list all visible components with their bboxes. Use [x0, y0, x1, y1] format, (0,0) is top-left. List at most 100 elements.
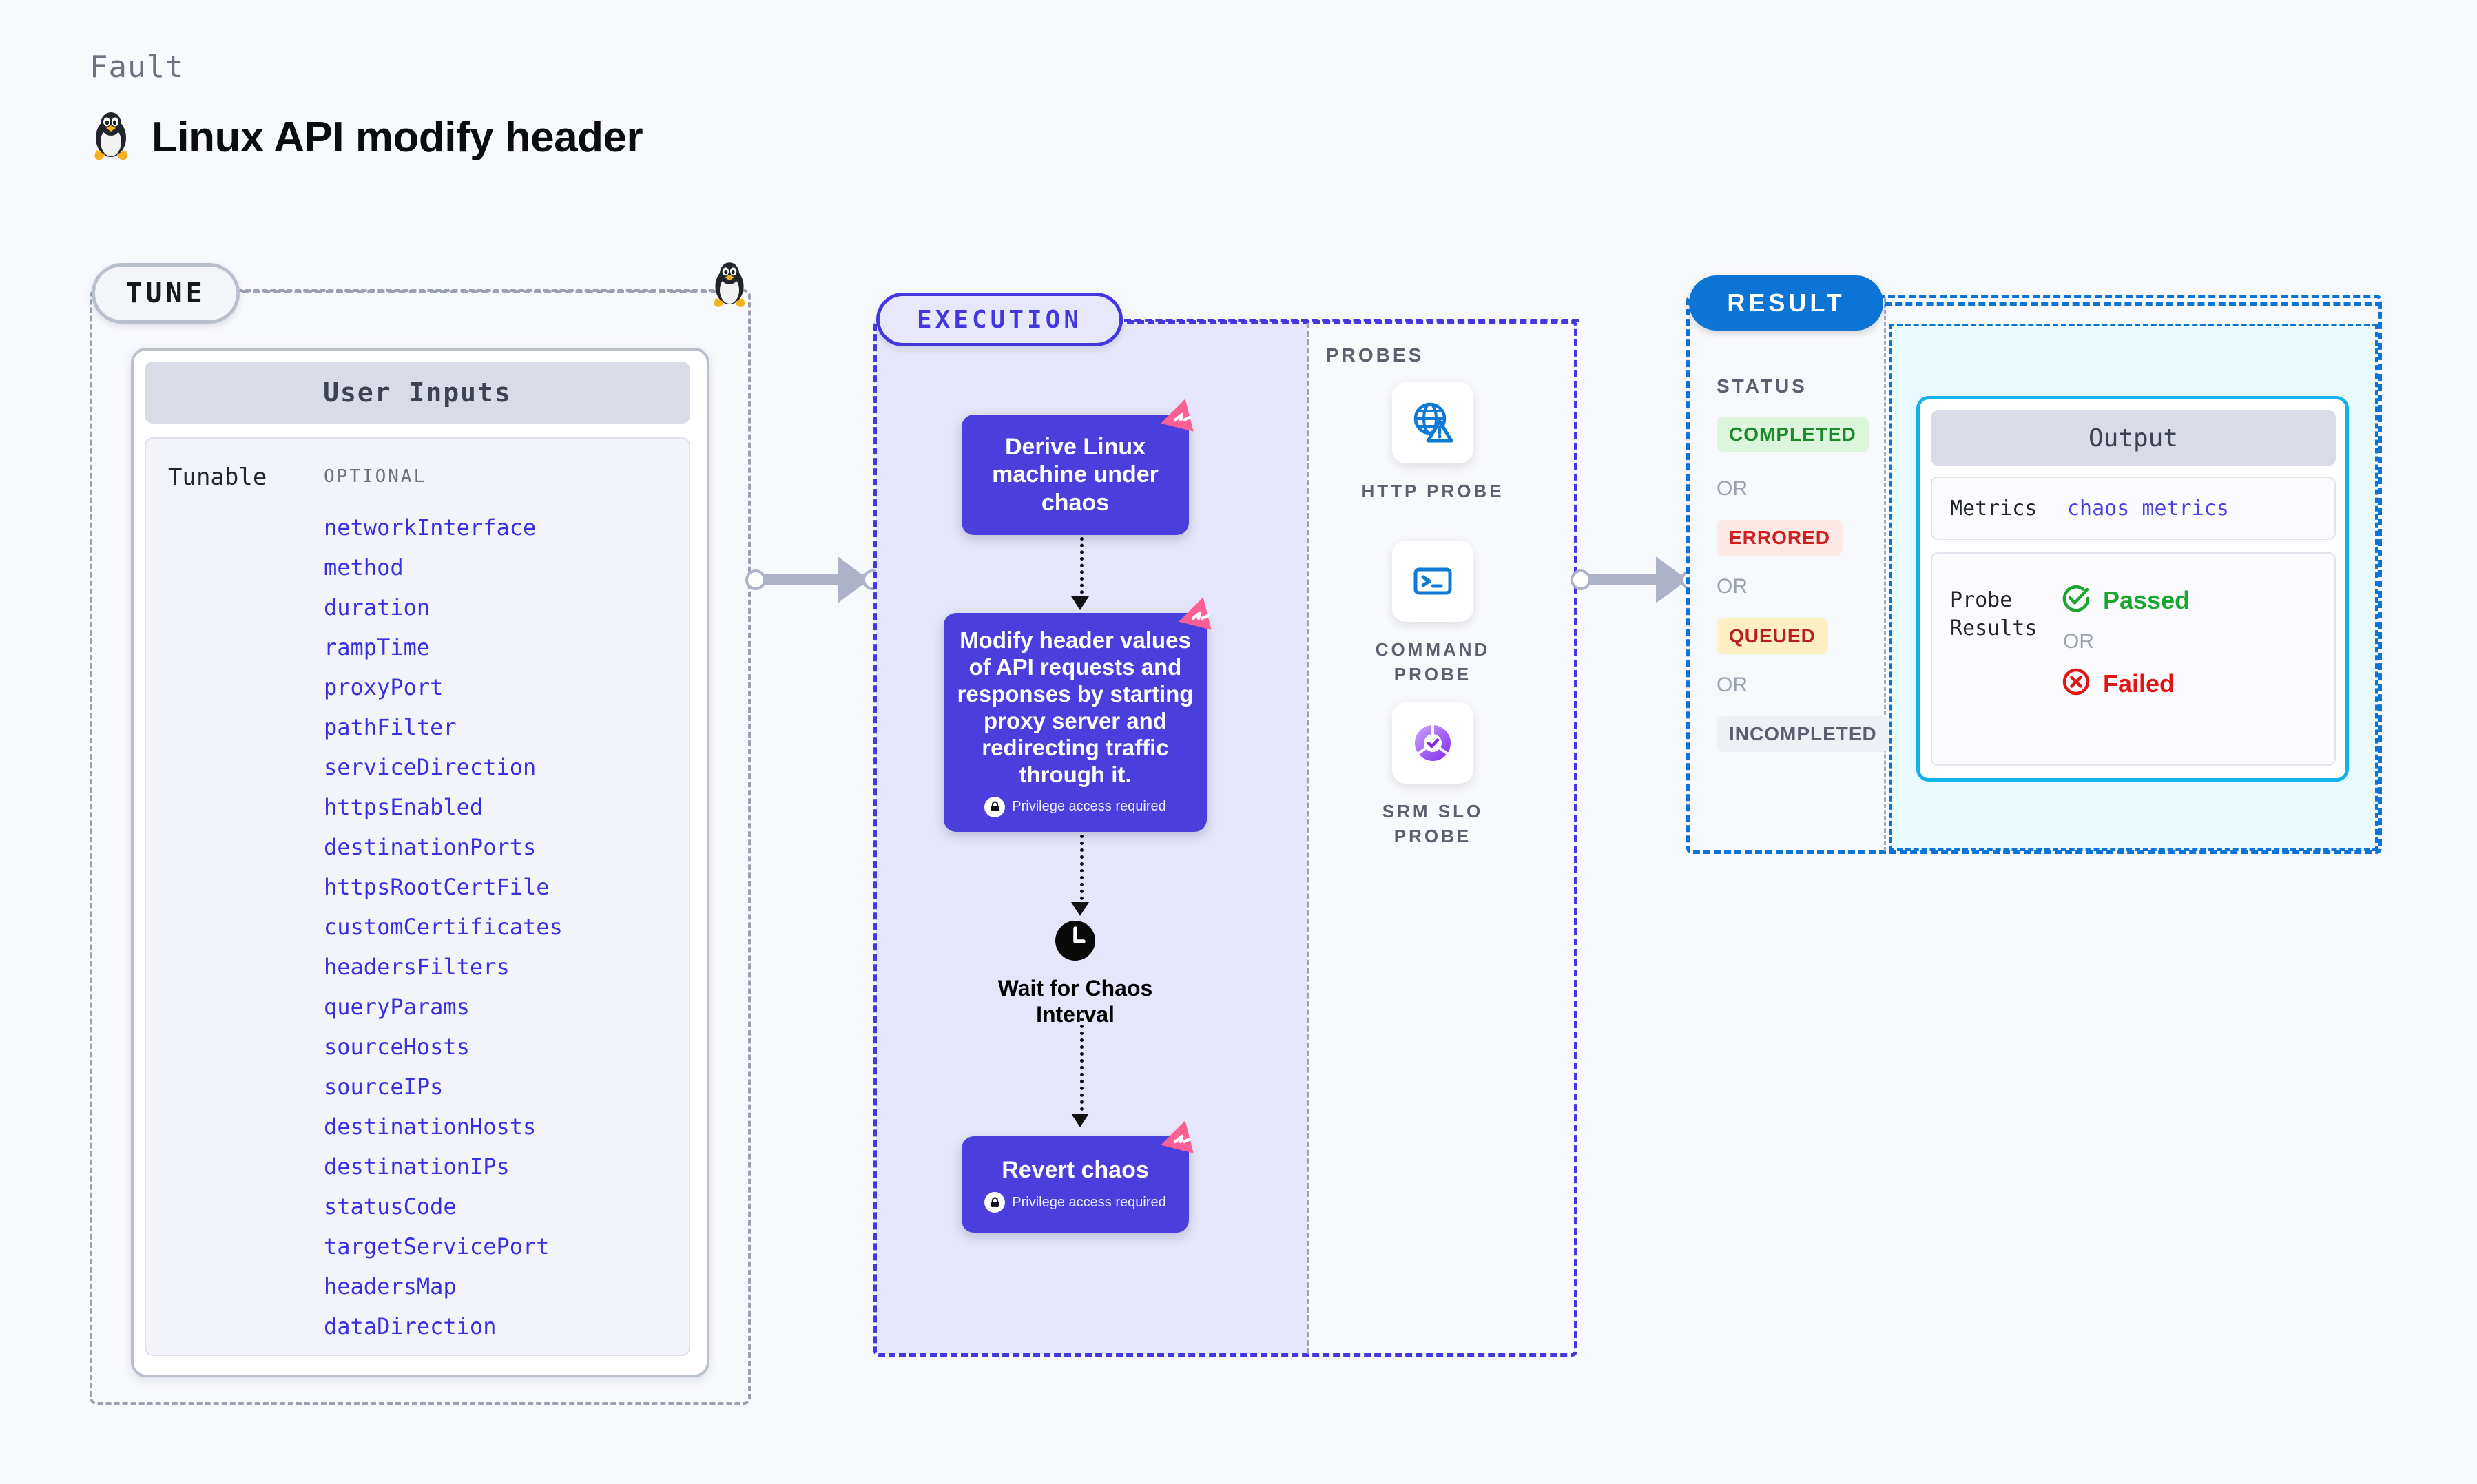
tunable-param[interactable]: headersFilters — [324, 954, 510, 980]
slo-donut-check-icon — [1392, 702, 1473, 784]
status-or-label: OR — [1717, 575, 1748, 598]
privilege-text: Privilege access required — [1012, 1194, 1166, 1210]
privilege-badge: Privilege access required — [984, 1192, 1166, 1213]
tunable-param[interactable]: serviceDirection — [324, 754, 537, 780]
privilege-badge: Privilege access required — [984, 796, 1166, 817]
flow-arrow-icon — [1071, 1114, 1089, 1127]
globe-warning-icon — [1392, 382, 1473, 463]
tune-badge[interactable]: TUNE — [92, 263, 240, 324]
page-title: Linux API modify header — [152, 114, 643, 161]
tunable-param[interactable]: httpsEnabled — [324, 794, 484, 820]
flow-arrow-icon — [1071, 902, 1089, 916]
execution-connector-dash — [1124, 319, 1579, 322]
tunable-param[interactable]: networkInterface — [324, 514, 537, 541]
tunable-param[interactable]: method — [324, 554, 404, 581]
clock-icon — [1054, 919, 1097, 965]
probe-command[interactable]: COMMAND PROBE — [1347, 541, 1519, 687]
tux-linux-icon — [90, 110, 132, 165]
tune-connector-dash — [242, 290, 718, 293]
result-inner-divider — [1884, 297, 1886, 851]
tunable-param[interactable]: httpsRootCertFile — [324, 874, 550, 900]
probe-label: COMMAND PROBE — [1375, 639, 1491, 685]
tunable-param[interactable]: duration — [324, 594, 431, 620]
status-badge-queued: QUEUED — [1717, 618, 1828, 654]
flow-connector — [1080, 537, 1084, 600]
tunable-label: Tunable — [168, 463, 267, 491]
probe-http[interactable]: HTTP PROBE — [1347, 382, 1519, 503]
metrics-row: Metrics chaos metrics — [1931, 477, 2336, 540]
tunable-param[interactable]: destinationPorts — [324, 834, 537, 860]
tunable-param[interactable]: queryParams — [324, 994, 470, 1020]
tunable-param[interactable]: statusCode — [324, 1193, 457, 1220]
tunable-section: Tunable OPTIONAL networkInterface method d… — [145, 437, 690, 1356]
flow-arrow-icon — [1071, 596, 1089, 610]
chaos-ribbon-icon — [1179, 597, 1219, 641]
probe-label: SRM SLO PROBE — [1382, 801, 1484, 847]
x-circle-icon — [2060, 666, 2092, 701]
tunable-param[interactable]: rampTime — [324, 634, 431, 660]
status-badge-incompleted: INCOMPLETED — [1717, 716, 1889, 752]
probe-results-row: Probe Results Passed OR — [1931, 552, 2336, 766]
execution-node-derive[interactable]: Derive Linux machine under chaos — [962, 399, 1194, 535]
wait-label: Wait for Chaos Interval — [997, 976, 1153, 1027]
failed-label: Failed — [2103, 669, 2175, 698]
flow-connector — [1080, 835, 1084, 907]
optional-label: OPTIONAL — [324, 466, 427, 487]
status-badge-errored: ERRORED — [1717, 520, 1843, 556]
tunable-param[interactable]: destinationHosts — [324, 1114, 537, 1140]
flow-connector — [1080, 1018, 1084, 1118]
probes-divider — [1307, 323, 1309, 1354]
tunable-param[interactable]: customCertificates — [324, 914, 563, 940]
chaos-ribbon-icon — [1161, 1120, 1201, 1164]
status-label: STATUS — [1717, 375, 1807, 397]
check-circle-icon — [2060, 583, 2092, 618]
tunable-param[interactable]: targetServicePort — [324, 1233, 550, 1260]
node-title: Derive Linux machine under chaos — [992, 434, 1159, 516]
connector-endpoint-dot — [1571, 569, 1591, 590]
tunable-param[interactable]: destinationIPs — [324, 1153, 510, 1180]
metrics-value-link[interactable]: chaos metrics — [2067, 496, 2229, 521]
lock-icon — [984, 1192, 1006, 1213]
tunable-param[interactable]: proxyPort — [324, 674, 444, 700]
user-inputs-title: User Inputs — [145, 362, 690, 424]
probes-label: PROBES — [1326, 344, 1424, 366]
tunable-param[interactable]: dataDirection — [324, 1313, 497, 1339]
probe-result-failed: Failed — [2060, 666, 2190, 701]
status-badge-completed: COMPLETED — [1717, 417, 1869, 452]
execution-node-revert-chaos[interactable]: Revert chaos Privilege access required — [962, 1120, 1194, 1233]
execution-badge[interactable]: EXECUTION — [876, 293, 1123, 346]
connector-endpoint-dot — [745, 569, 766, 590]
node-title: Revert chaos — [1002, 1156, 1149, 1183]
output-card: Output Metrics chaos metrics Probe Resul… — [1916, 396, 2349, 782]
passed-label: Passed — [2103, 585, 2190, 614]
status-or-label: OR — [1717, 477, 1748, 500]
page-header: Linux API modify header — [90, 110, 643, 165]
probe-label: HTTP PROBE — [1361, 481, 1504, 501]
metrics-label: Metrics — [1950, 496, 2038, 521]
privilege-text: Privilege access required — [1012, 799, 1166, 815]
wait-for-chaos-interval: Wait for Chaos Interval — [962, 919, 1189, 1028]
tunable-param-list: networkInterface method duration rampTime pr… — [324, 508, 682, 1346]
result-status-column — [1689, 297, 1884, 851]
probe-result-passed: Passed — [2060, 583, 2190, 618]
chaos-ribbon-icon — [1161, 399, 1201, 443]
output-title: Output — [1931, 410, 2336, 466]
user-inputs-card: User Inputs Tunable OPTIONAL networkInte… — [131, 348, 709, 1377]
probe-results-label: Probe Results — [1950, 588, 2038, 640]
execution-node-modify-header[interactable]: Modify header values of API requests and… — [944, 597, 1212, 832]
tunable-param[interactable]: pathFilter — [324, 714, 457, 740]
result-badge[interactable]: RESULT — [1689, 275, 1883, 331]
node-title: Modify header values of API requests and… — [957, 627, 1194, 787]
status-or-label: OR — [1717, 673, 1748, 696]
terminal-icon — [1392, 541, 1473, 622]
probe-srm-slo[interactable]: SRM SLO PROBE — [1347, 702, 1519, 849]
lock-icon — [984, 796, 1006, 817]
result-connector-dash — [1885, 302, 2382, 306]
page-eyebrow: Fault — [90, 50, 185, 85]
tunable-param[interactable]: sourceIPs — [324, 1074, 444, 1100]
tux-linux-icon-small — [709, 260, 749, 312]
tunable-param[interactable]: headersMap — [324, 1273, 457, 1299]
result-region — [1686, 295, 2382, 854]
tunable-param[interactable]: sourceHosts — [324, 1034, 470, 1060]
probe-result-or-label: OR — [2063, 630, 2094, 653]
